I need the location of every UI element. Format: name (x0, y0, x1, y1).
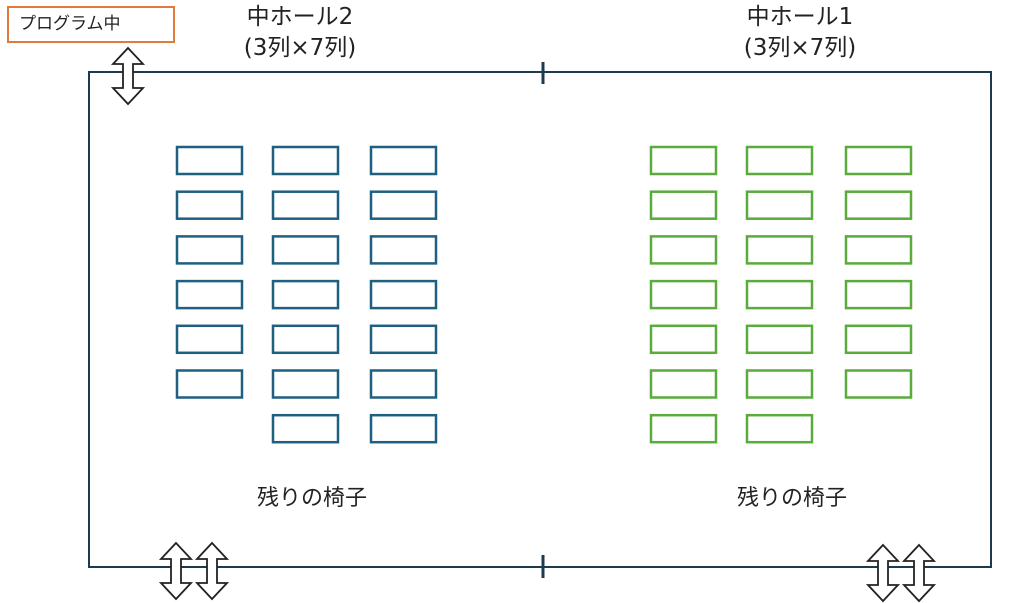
hall-title-2: 中ホール2 (3列×7列) (180, 2, 420, 64)
double-arrow-icon (158, 541, 194, 601)
chair-hall-1 (745, 190, 814, 220)
chair-hall-1 (649, 413, 718, 444)
door-markers (110, 46, 937, 603)
chair-hall-2 (175, 145, 244, 176)
chair-hall-2 (175, 235, 244, 265)
chair-hall-2 (271, 145, 340, 176)
chair-hall-1 (844, 235, 913, 265)
double-arrow-icon (194, 541, 230, 601)
remaining-chairs-label-hall-1: 残りの椅子 (736, 486, 847, 511)
chair-hall-2 (369, 279, 438, 310)
chair-hall-1 (844, 324, 913, 355)
chair-hall-1 (745, 369, 814, 399)
chair-layout (175, 145, 913, 444)
chair-hall-1 (649, 235, 718, 265)
double-arrow-icon (865, 543, 901, 603)
chair-hall-1 (844, 190, 913, 220)
hall-name: 中ホール1 (746, 4, 854, 30)
hall-capacity: (3列×7列) (243, 35, 357, 61)
chair-hall-1 (844, 369, 913, 399)
chair-hall-2 (369, 413, 438, 444)
chair-hall-1 (649, 190, 718, 220)
chair-hall-1 (745, 235, 814, 265)
chair-hall-2 (271, 235, 340, 265)
chair-hall-2 (369, 235, 438, 265)
chair-hall-1 (649, 279, 718, 310)
chair-hall-1 (844, 145, 913, 176)
chair-hall-1 (745, 145, 814, 176)
chair-hall-2 (369, 324, 438, 355)
double-arrow-icon (901, 543, 937, 603)
chair-hall-1 (745, 279, 814, 310)
chair-hall-2 (271, 413, 340, 444)
double-arrow-icon (110, 46, 146, 106)
chair-hall-2 (271, 279, 340, 310)
chair-hall-2 (271, 324, 340, 355)
chair-hall-1 (649, 324, 718, 355)
chair-hall-1 (649, 145, 718, 176)
chair-hall-2 (271, 190, 340, 220)
chair-hall-2 (369, 190, 438, 220)
chair-hall-2 (271, 369, 340, 399)
status-badge: プログラム中 (7, 6, 175, 43)
chair-hall-1 (649, 369, 718, 399)
chair-hall-1 (745, 413, 814, 444)
chair-hall-1 (745, 324, 814, 355)
hall-name: 中ホール2 (246, 4, 354, 30)
chair-hall-2 (369, 369, 438, 399)
remaining-chairs-label-hall-2: 残りの椅子 (256, 486, 367, 511)
chair-hall-1 (844, 279, 913, 310)
chair-hall-2 (175, 369, 244, 399)
chair-hall-2 (369, 145, 438, 176)
chair-hall-2 (175, 279, 244, 310)
hall-capacity: (3列×7列) (743, 35, 857, 61)
room-walls (88, 62, 992, 578)
hall-title-1: 中ホール1 (3列×7列) (680, 2, 920, 64)
chair-hall-2 (175, 190, 244, 220)
room-outline (88, 71, 992, 568)
chair-hall-2 (175, 324, 244, 355)
